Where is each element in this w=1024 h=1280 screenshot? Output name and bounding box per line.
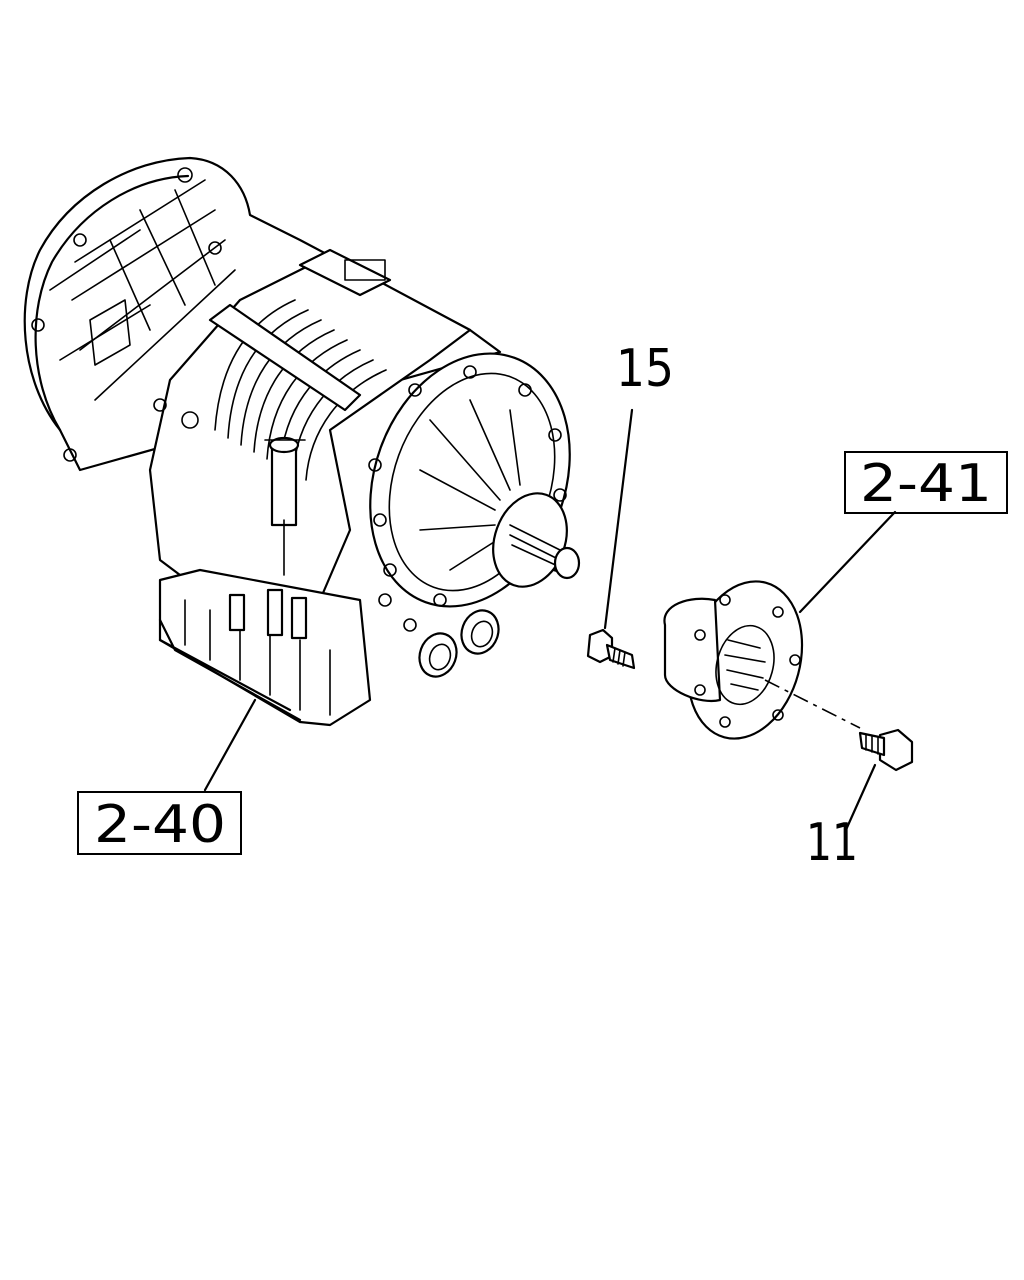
- leader-11: [843, 763, 877, 834]
- flange-bolt-11: [858, 728, 914, 772]
- output-flange: [663, 580, 804, 740]
- callout-label-2-41: 2-41: [860, 454, 992, 514]
- assembly-axis-line: [764, 679, 861, 729]
- leader-15: [603, 408, 634, 630]
- transmission-assembly: [23, 156, 581, 727]
- leader-2-41: [798, 510, 897, 614]
- leader-2-40: [203, 698, 257, 792]
- output-bolt-15: [586, 628, 636, 670]
- callout-label-15: 15: [616, 339, 674, 399]
- callout-box-2-40: [77, 791, 242, 855]
- callout-label-2-40: 2-40: [94, 795, 226, 855]
- callout-box-2-41: [844, 451, 1008, 514]
- callout-label-11: 11: [806, 813, 858, 873]
